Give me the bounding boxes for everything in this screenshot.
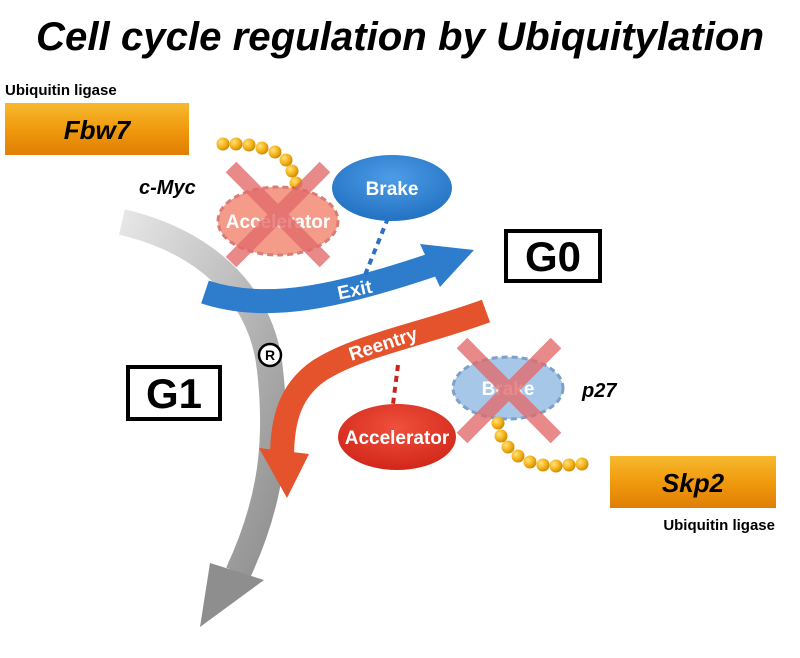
fbw7-caption: Ubiquitin ligase	[5, 82, 117, 99]
skp2-caption: Ubiquitin ligase	[663, 517, 775, 534]
g1-box: G1	[126, 365, 222, 421]
accelerator-active-label: Accelerator	[345, 428, 450, 449]
restriction-point-label: R	[265, 347, 275, 363]
brake-active-oval: Brake	[332, 155, 452, 221]
g1-label: G1	[146, 370, 202, 417]
cell-cycle-arrow	[118, 209, 287, 627]
ubiquitin-chain-cmyc	[216, 137, 303, 190]
cross-icon	[456, 337, 562, 444]
accelerator-connector	[390, 364, 400, 413]
brake-connector	[363, 217, 390, 276]
g0-label: G0	[525, 233, 581, 280]
accelerator-active-oval: Accelerator	[338, 404, 456, 470]
ubiquitin-chain-p27	[491, 416, 589, 473]
skp2-name: Skp2	[662, 468, 725, 498]
reentry-arrow: Reentry	[259, 299, 491, 498]
skp2-box: Skp2	[610, 456, 776, 508]
exit-arrow: Exit	[201, 244, 474, 314]
reentry-label: Reentry	[346, 324, 420, 366]
g0-box: G0	[504, 229, 602, 283]
fbw7-name: Fbw7	[64, 115, 132, 145]
brake-active-label: Brake	[366, 179, 419, 200]
fbw7-box: Fbw7	[5, 103, 189, 155]
restriction-point-marker: R	[257, 342, 283, 368]
cmyc-label: c-Myc	[139, 177, 196, 199]
cross-icon	[225, 161, 331, 268]
diagram-title: Cell cycle regulation by Ubiquitylation	[36, 15, 764, 59]
p27-label: p27	[581, 380, 617, 402]
